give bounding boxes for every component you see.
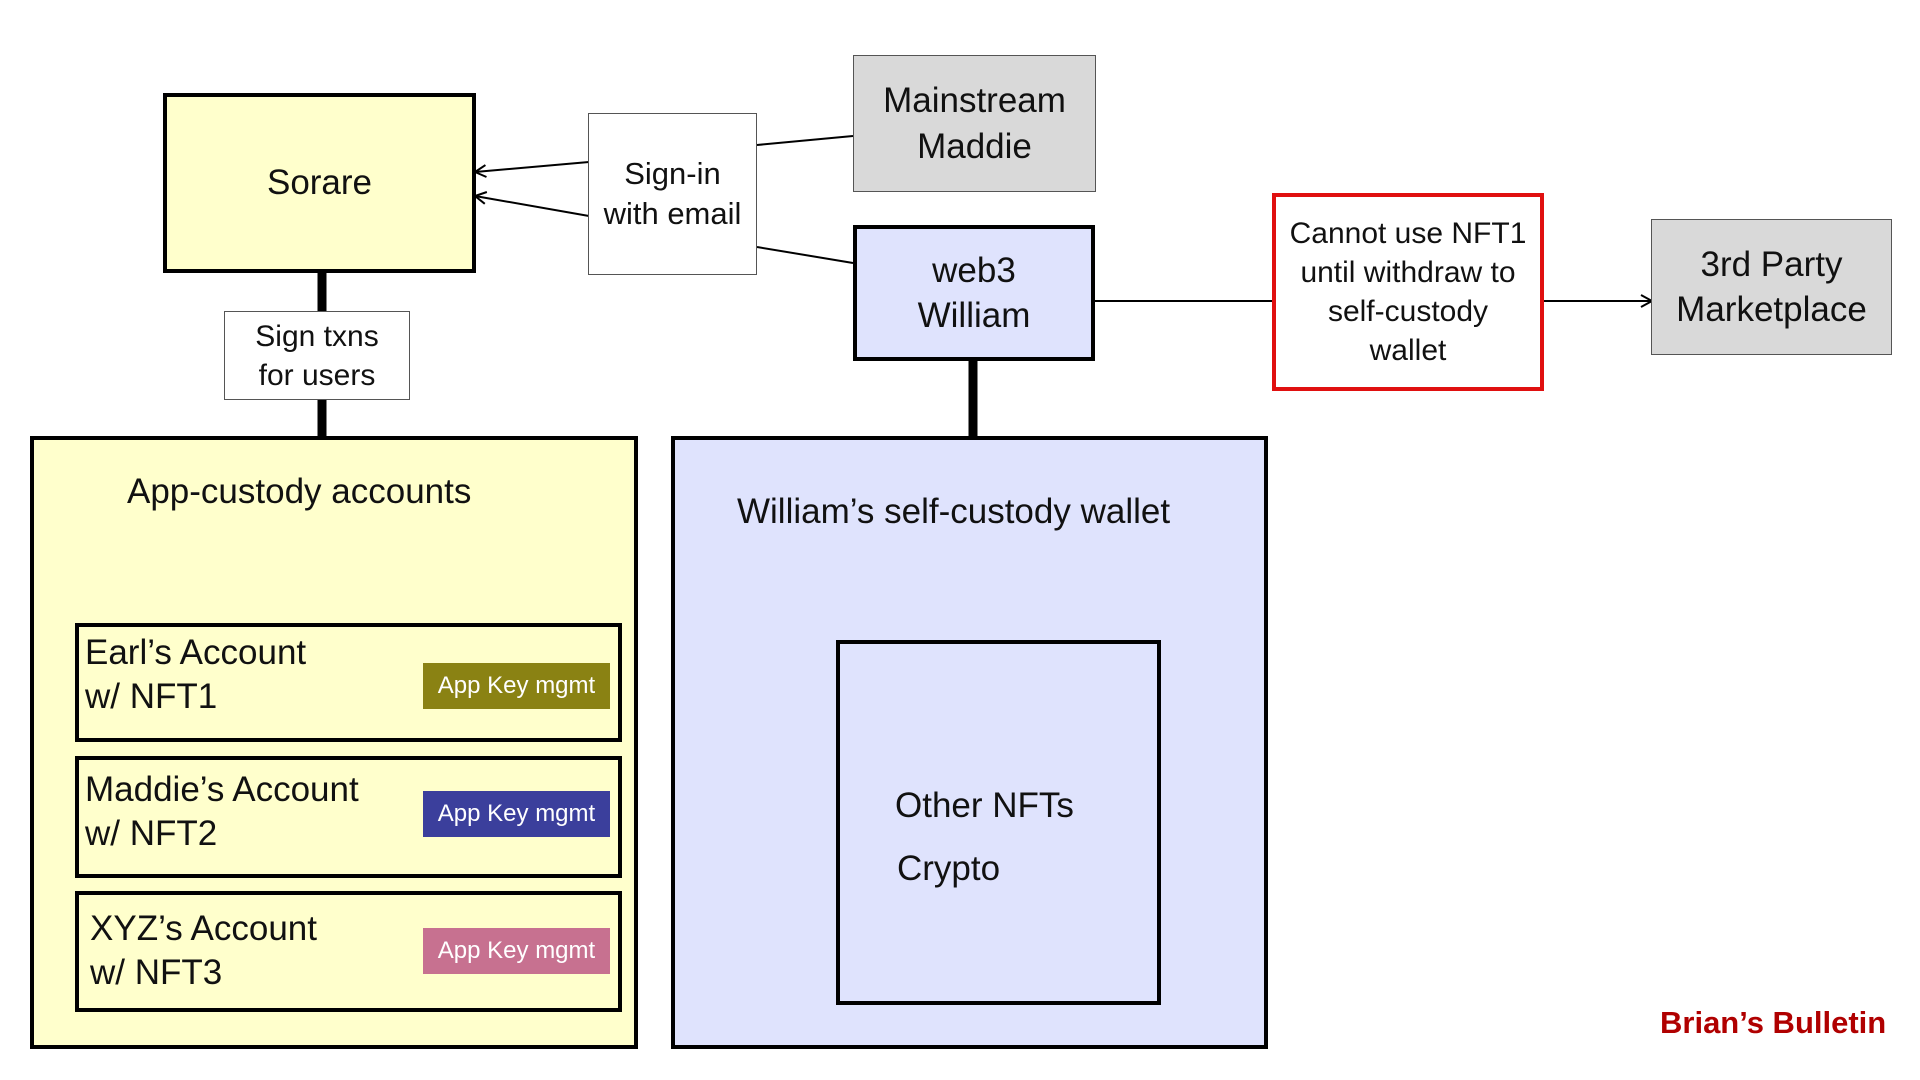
marketplace-box: 3rd Party Marketplace: [1651, 219, 1892, 355]
self-custody-container: William’s self-custody wallet Other NFTs…: [671, 436, 1268, 1049]
web3-william-box: web3 William: [853, 225, 1095, 361]
sign-txns-label: Sign txns for users: [255, 319, 379, 392]
withdraw-warning-label: Cannot use NFT1 until withdraw to self-c…: [1289, 217, 1527, 367]
signin-box: Sign-in with email: [588, 113, 757, 275]
mainstream-maddie-box: Mainstream Maddie: [853, 55, 1096, 192]
app-key-badge: App Key mgmt: [423, 663, 610, 709]
app-custody-container: App-custody accounts Earl’s Account w/ N…: [30, 436, 638, 1049]
account-label: Maddie’s Account w/ NFT2: [85, 770, 359, 853]
signin-to-sorare-arrow-2: [475, 196, 590, 217]
sorare-box: Sorare: [163, 93, 476, 273]
signin-to-sorare-arrow-1: [475, 161, 590, 172]
maddie-to-signin-line: [756, 135, 854, 146]
web3-william-label: web3 William: [917, 250, 1031, 336]
asset-item: Other NFTs: [895, 786, 1074, 825]
asset-item: Crypto: [897, 849, 1001, 888]
app-key-badge: App Key mgmt: [423, 928, 610, 974]
self-custody-title: William’s self-custody wallet: [737, 492, 1171, 531]
sign-txns-box: Sign txns for users: [224, 311, 410, 400]
sorare-label: Sorare: [266, 163, 373, 203]
account-card: Earl’s Account w/ NFT1 App Key mgmt: [75, 623, 622, 742]
app-custody-title: App-custody accounts: [127, 472, 472, 511]
account-label: Earl’s Account w/ NFT1: [85, 633, 307, 716]
assets-box: Other NFTs Crypto: [836, 640, 1161, 1005]
marketplace-label: 3rd Party Marketplace: [1676, 244, 1867, 330]
account-card: Maddie’s Account w/ NFT2 App Key mgmt: [75, 756, 622, 878]
mainstream-maddie-label: Mainstream Maddie: [883, 81, 1066, 166]
brand-label: Brian’s Bulletin: [1660, 1005, 1887, 1040]
account-card: XYZ’s Account w/ NFT3 App Key mgmt: [75, 891, 622, 1012]
william-to-signin-line: [756, 246, 854, 264]
signin-label: Sign-in with email: [603, 155, 742, 231]
app-key-badge: App Key mgmt: [423, 791, 610, 837]
withdraw-warning-box: Cannot use NFT1 until withdraw to self-c…: [1272, 193, 1544, 391]
account-label: XYZ’s Account w/ NFT3: [90, 909, 317, 992]
